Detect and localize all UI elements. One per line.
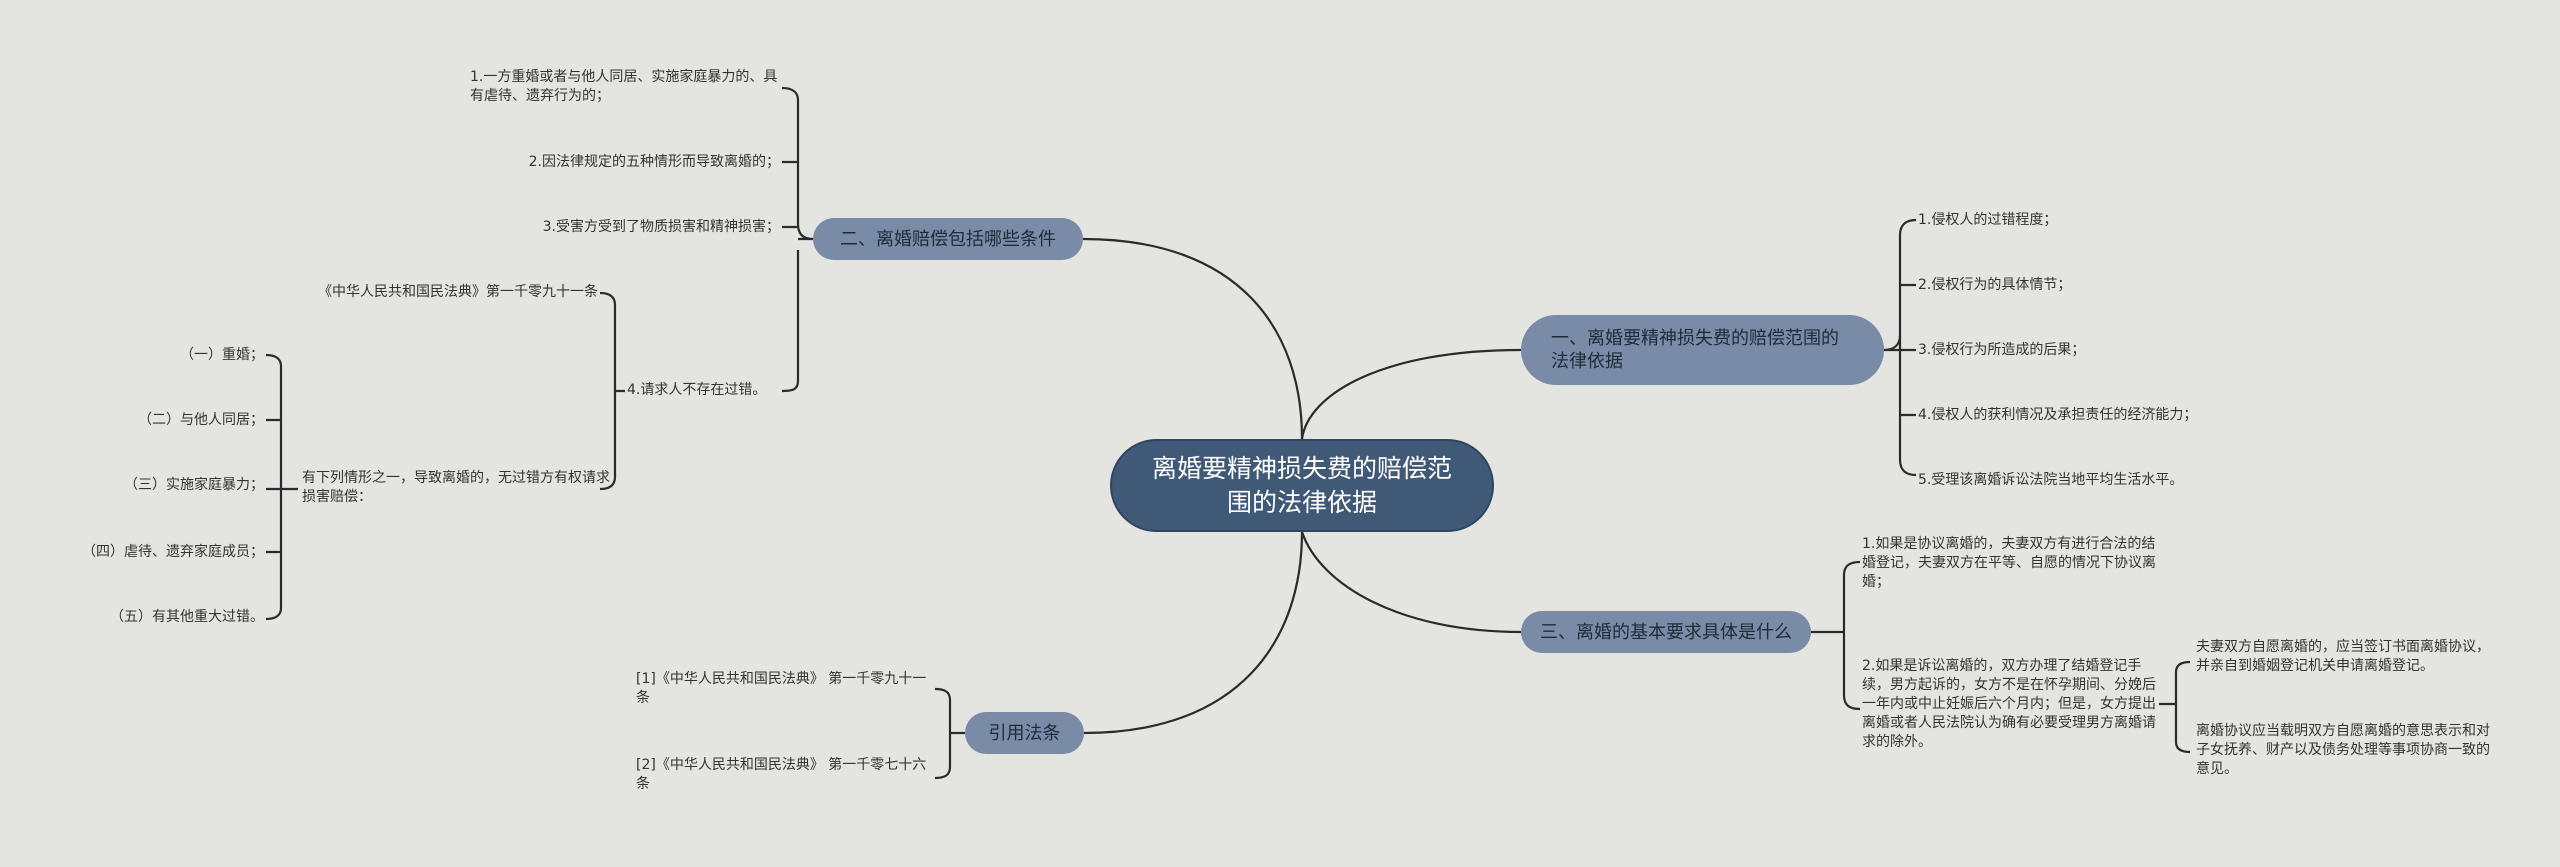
- branch2-case-2: （二）与他人同居；: [138, 412, 264, 428]
- branch2-item-2: 2.因法律规定的五种情形而导致离婚的；: [528, 154, 780, 170]
- connector-root-branch1: [1300, 348, 1522, 440]
- connector-root-branch3: [1300, 531, 1522, 634]
- citation-2: [2]《中华人民共和国民法典》 第一千零七十六条: [636, 757, 927, 792]
- branch-2-topic[interactable]: 二、离婚赔偿包括哪些条件: [813, 218, 1083, 260]
- branch2-case-5: （五）有其他重大过错。: [110, 609, 264, 625]
- branch2-case-1: （一）重婚；: [180, 347, 264, 363]
- branch1-item-4: 4.侵权人的获利情况及承担责任的经济能力；: [1918, 407, 2198, 423]
- connector-root-branch2: [1082, 237, 1304, 440]
- branch-3-topic[interactable]: 三、离婚的基本要求具体是什么: [1521, 611, 1811, 653]
- branch-4-topic[interactable]: 引用法条: [965, 712, 1084, 754]
- branch1-item-3: 3.侵权行为所造成的后果；: [1918, 342, 2086, 358]
- branch2-item-3: 3.受害方受到了物质损害和精神损害；: [542, 219, 780, 235]
- branch2-law-reference: 《中华人民共和国民法典》第一千零九十一条: [318, 284, 598, 300]
- bracket-branch3-item2: [2159, 660, 2191, 754]
- bracket-branch3: [1811, 560, 1861, 711]
- bracket-branch2: [781, 86, 814, 393]
- branch2-case-3: （三）实施家庭暴力；: [124, 477, 264, 493]
- bracket-branch1: [1883, 218, 1917, 477]
- bracket-branch4: [934, 687, 965, 780]
- citation-1: [1]《中华人民共和国民法典》 第一千零九十一条: [636, 671, 927, 706]
- branch2-law-intro: 有下列情形之一，导致离婚的，无过错方有权请求损害赔偿：: [302, 470, 610, 505]
- root-topic[interactable]: 离婚要精神损失费的赔偿范围的法律依据: [1110, 439, 1494, 532]
- branch1-item-1: 1.侵权人的过错程度；: [1918, 212, 2058, 228]
- branch-1-topic[interactable]: 一、离婚要精神损失费的赔偿范围的法律依据: [1521, 315, 1884, 385]
- branch3-item-1: 1.如果是协议离婚的，夫妻双方有进行合法的结婚登记，夫妻双方在平等、自愿的情况下…: [1862, 536, 2156, 590]
- branch1-item-2: 2.侵权行为的具体情节；: [1918, 277, 2072, 293]
- bracket-branch2-item4: [599, 291, 625, 491]
- branch1-item-5: 5.受理该离婚诉讼法院当地平均生活水平。: [1918, 472, 2184, 488]
- branch2-case-4: （四）虐待、遗弃家庭成员；: [82, 544, 264, 560]
- branch2-item-1: 1.一方重婚或者与他人同居、实施家庭暴力的、具有虐待、遗弃行为的；: [470, 69, 778, 104]
- branch3-sub-2: 离婚协议应当载明双方自愿离婚的意思表示和对子女抚养、财产以及债务处理等事项协商一…: [2196, 723, 2490, 777]
- bracket-branch2-cases: [265, 353, 298, 621]
- branch3-item-2: 2.如果是诉讼离婚的，双方办理了结婚登记手续，男方起诉的，女方不是在怀孕期间、分…: [1862, 658, 2156, 750]
- connector-root-branch4: [1083, 531, 1304, 735]
- branch2-item-4: 4.请求人不存在过错。: [627, 382, 767, 398]
- branch3-sub-1: 夫妻双方自愿离婚的，应当签订书面离婚协议，并亲自到婚姻登记机关申请离婚登记。: [2196, 639, 2490, 674]
